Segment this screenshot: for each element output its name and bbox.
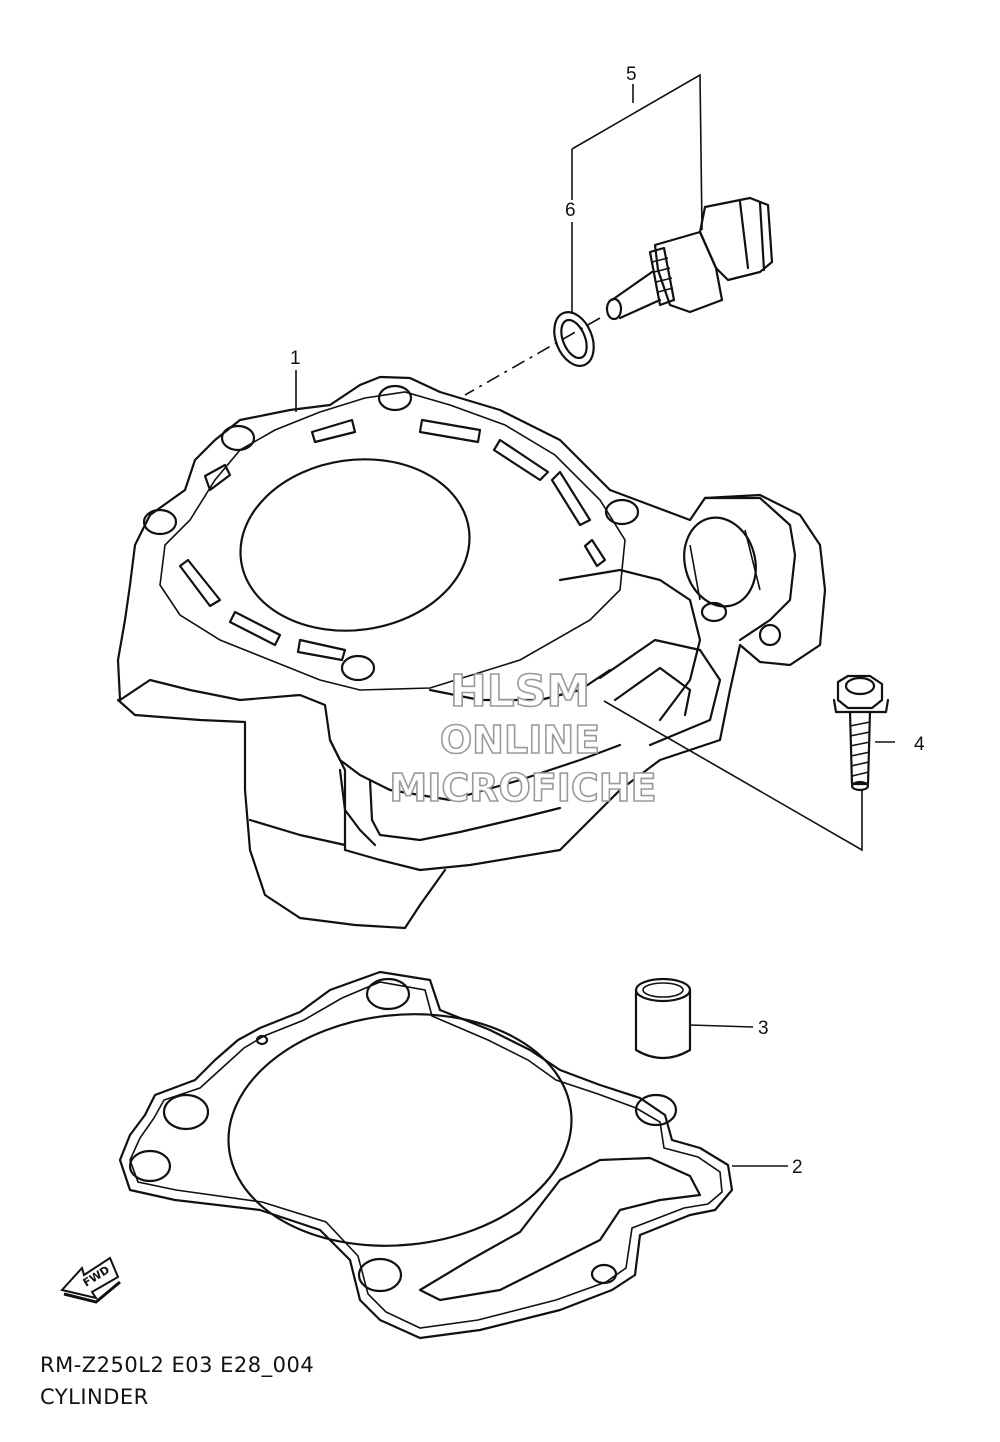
callout-5: 5 <box>626 64 637 85</box>
part-3-dowel-pin[interactable] <box>634 977 692 1060</box>
diagram-title: CYLINDER <box>40 1385 149 1409</box>
part-2-gasket[interactable] <box>118 970 734 1340</box>
callout-3: 3 <box>758 1018 769 1039</box>
model-code: RM-Z250L2 E03 E28_004 <box>40 1353 315 1377</box>
part-4-bolt[interactable] <box>832 674 890 792</box>
callout-2: 2 <box>792 1157 803 1178</box>
svg-text:HLSM: HLSM <box>450 666 590 717</box>
callout-4: 4 <box>914 734 925 755</box>
part-1-cylinder[interactable] <box>116 375 827 930</box>
part-5-sensor[interactable] <box>605 196 774 321</box>
svg-text:ONLINE: ONLINE <box>440 718 600 762</box>
part-6-o-ring[interactable] <box>547 306 601 371</box>
leader-lines <box>295 73 895 1167</box>
watermark: HLSM ONLINE MICROFICHE <box>389 665 658 811</box>
callout-1: 1 <box>290 348 301 369</box>
axis-line <box>464 317 601 396</box>
fwd-arrow-icon: FWD <box>60 1256 121 1304</box>
callout-6: 6 <box>565 200 576 221</box>
svg-text:MICROFICHE: MICROFICHE <box>389 766 656 810</box>
